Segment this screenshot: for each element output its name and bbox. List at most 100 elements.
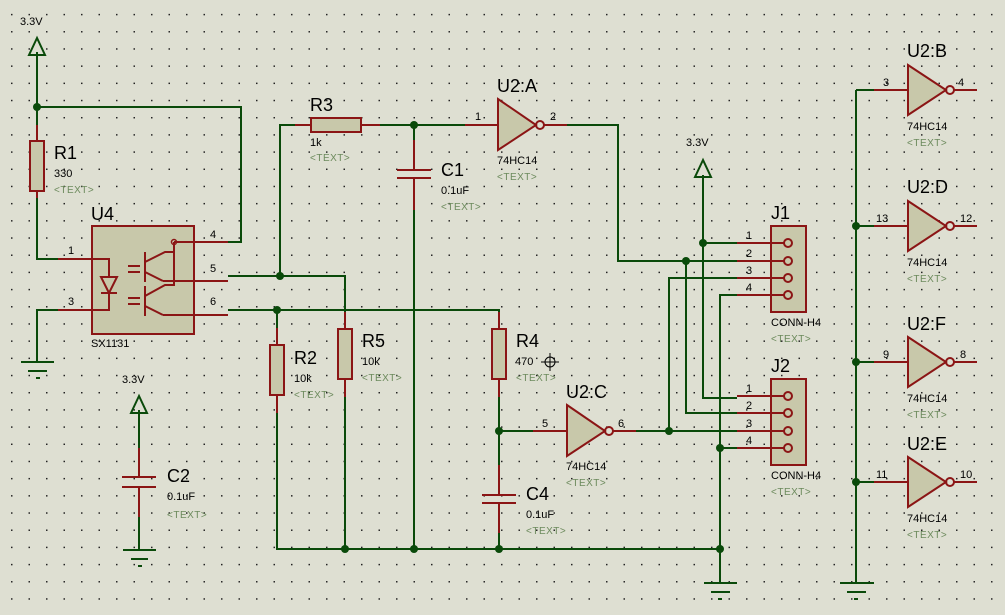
junction-dot [682,257,690,265]
power-arrow-icon [693,157,713,178]
capacitor-C1[interactable]: C1 0.1uF <TEXT> [397,140,481,213]
text-placeholder: <TEXT> [497,172,537,183]
power-label: 3.3V [686,137,709,149]
text-placeholder: <TEXT> [167,510,207,521]
capacitor-C4[interactable]: C4 0.1uF <TEXT> [482,465,566,537]
inverter-body [907,199,948,253]
pin-number: 5 [542,418,548,430]
value-label: 0.1uF [167,491,195,503]
value-label: 74HC14 [907,121,947,133]
led-icon [99,276,119,296]
ref-label: U2:F [907,314,946,334]
ref-label: C2 [167,466,190,486]
pin-number: 10 [960,469,972,481]
wire [228,275,346,312]
power-terminal-1[interactable]: 3.3V [20,16,47,56]
ground-symbols [21,361,874,600]
pin-number: 1 [475,111,481,123]
power-label: 3.3V [122,374,145,386]
resistor-body [269,344,285,396]
wires [36,52,874,583]
ref-label: U2:C [566,382,607,402]
ref-label: U2:E [907,434,947,454]
pin-number: 9 [883,349,889,361]
text-placeholder: <TEXT> [310,153,350,164]
wire [36,198,58,260]
inverter-body [907,335,948,389]
resistor-body [337,328,353,380]
ref-label: J1 [771,203,790,223]
resistor-R1[interactable]: R1 330 <TEXT> [29,125,94,198]
power-arrow-icon [129,393,149,414]
text-placeholder: <TEXT> [771,334,811,345]
wire [228,309,500,318]
wire [702,175,737,399]
value-label: 74HC14 [907,513,947,525]
pin-number: 4 [746,435,752,447]
junction-dot [495,427,503,435]
pin-socket-icon [783,238,793,248]
pin-number: 4 [210,229,216,241]
text-placeholder: <TEXT> [526,526,566,537]
pin-number: 3 [746,418,752,430]
inverter-U2E[interactable]: 11 10 U2:E 74HC14 <TEXT> [874,434,977,541]
value-label: 10k [294,373,312,385]
pin-number: 4 [746,282,752,294]
inverter-U2A[interactable]: 1 2 U2:A 74HC14 <TEXT> [465,76,567,183]
pin-socket-icon [783,408,793,418]
resistor-body [491,328,507,380]
junction-dot [852,478,860,486]
junction-dot [716,545,724,553]
junction-dot [410,121,418,129]
wire [567,124,737,262]
capacitor-C2[interactable]: C2 0.1uF <TEXT> [122,448,207,521]
junction-dot [276,272,284,280]
inverter-U2C[interactable]: 5 6 U2:C 74HC14 <TEXT> [533,382,636,489]
wire [668,277,737,431]
value-label: 74HC14 [907,393,947,405]
pin-socket-icon [783,273,793,283]
ground-icon [840,582,874,600]
resistor-body [29,140,45,192]
power-terminal-3[interactable]: 3.3V [686,137,713,178]
junction-dot [852,358,860,366]
resistor-R5[interactable]: R5 10k <TEXT> [337,312,402,397]
optocoupler-U4[interactable]: 1 3 4 5 6 U4 SX1131 [58,204,228,350]
text-placeholder: <TEXT> [566,478,606,489]
pin-number: 5 [210,263,216,275]
inverter-body [907,455,948,509]
junctions [33,103,860,553]
power-label: 3.3V [20,16,43,28]
pin-socket-icon [783,391,793,401]
pin-socket-icon [783,256,793,266]
value-label: 74HC14 [907,257,947,269]
pin-number: 2 [746,400,752,412]
inverter-U2D[interactable]: 13 12 U2:D 74HC14 <TEXT> [874,177,977,285]
pin-number: 2 [746,248,752,260]
pin-number: 3 [68,296,74,308]
connector-J1[interactable]: 1 2 3 4 J1 CONN-H4 <TEXT> [737,203,821,345]
pin-number: 12 [960,213,972,225]
pin-number: 6 [618,418,624,430]
resistor-R2[interactable]: R2 10k <TEXT> [269,328,334,413]
wire [36,52,242,243]
pin-number: 3 [746,265,752,277]
pin-number: 8 [960,349,966,361]
text-placeholder: <TEXT> [907,410,947,421]
pin-number: 3 [883,77,889,89]
resistor-R3[interactable]: R3 1k <TEXT> [295,95,380,164]
resistor-R4[interactable]: R4 470 <TEXT> [491,312,556,397]
pin-number: 1 [746,230,752,242]
connector-J2[interactable]: 1 2 3 4 J2 CONN-H4 <TEXT> [737,356,821,498]
value-label: 10k [362,356,380,368]
resistor-body [310,117,362,133]
text-placeholder: <TEXT> [907,530,947,541]
value-label: CONN-H4 [771,317,821,329]
wire [279,124,298,276]
inverter-U2F[interactable]: 9 8 U2:F 74HC14 <TEXT> [874,314,977,421]
power-terminal-2[interactable]: 3.3V [122,374,149,414]
inverter-U2B[interactable]: 3 4 U2:B 74HC14 <TEXT> [874,41,977,149]
pin-number: 1 [746,383,752,395]
value-label: 330 [54,168,72,180]
